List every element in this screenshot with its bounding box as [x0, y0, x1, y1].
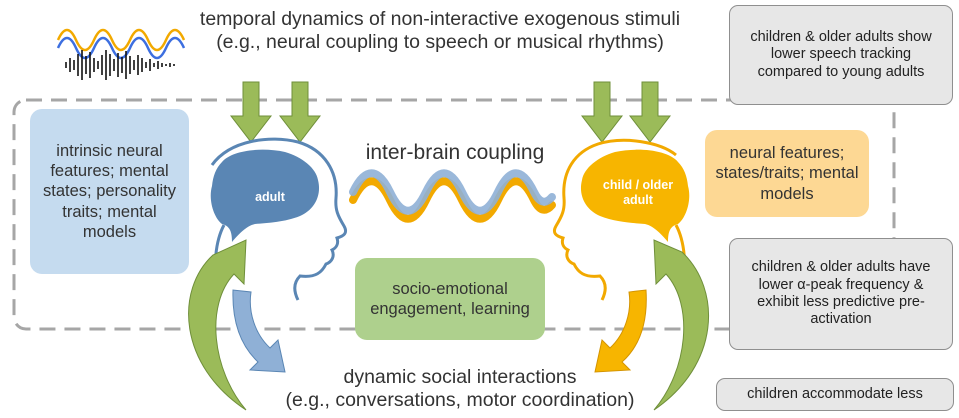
- note-speech-tracking: children & older adults show lower speec…: [729, 5, 953, 105]
- sound-wave-icon: [56, 28, 186, 80]
- note-alpha-peak-text: children & older adults have lower α-pea…: [751, 259, 931, 328]
- green-curved-arrow-icon: [188, 239, 247, 411]
- adult-features-text: intrinsic neural features; mental states…: [43, 142, 176, 241]
- socio-emotional-box: socio-emotional engagement, learning: [355, 258, 545, 340]
- top-stimulus-title: temporal dynamics of non-interactive exo…: [170, 8, 710, 55]
- coupling-wave-icon: [349, 169, 556, 223]
- note-speech-tracking-text: children & older adults show lower speec…: [750, 28, 932, 80]
- down-arrow-icon: [229, 81, 273, 143]
- inter-brain-coupling-label: inter-brain coupling: [365, 141, 545, 164]
- bottom-title-line: dynamic social interactions: [343, 366, 577, 388]
- blue-curved-arrow-icon: [232, 289, 286, 373]
- down-arrow-icon: [628, 81, 672, 143]
- down-arrow-icon: [278, 81, 322, 143]
- orange-curved-arrow-icon: [594, 289, 647, 373]
- child-features-box: neural features; states/traits; mental m…: [705, 130, 869, 217]
- child-features-text: neural features; states/traits; mental m…: [715, 144, 859, 203]
- child-head-label: child / older adult: [602, 178, 674, 207]
- note-accommodate: children accommodate less: [716, 378, 954, 411]
- top-title-line: temporal dynamics of non-interactive exo…: [199, 8, 681, 30]
- green-curved-arrow-icon: [653, 239, 709, 411]
- adult-features-box: intrinsic neural features; mental states…: [30, 109, 189, 274]
- note-accommodate-text: children accommodate less: [747, 385, 923, 402]
- bottom-interaction-title: dynamic social interactions (e.g., conve…: [230, 366, 690, 413]
- top-subtitle-line: (e.g., neural coupling to speech or musi…: [216, 31, 664, 54]
- bottom-subtitle-line: (e.g., conversations, motor coordination…: [285, 389, 635, 412]
- note-alpha-peak: children & older adults have lower α-pea…: [729, 238, 953, 350]
- adult-head-label: adult: [255, 190, 285, 204]
- down-arrow-icon: [580, 81, 624, 143]
- socio-emotional-text: socio-emotional engagement, learning: [370, 279, 530, 318]
